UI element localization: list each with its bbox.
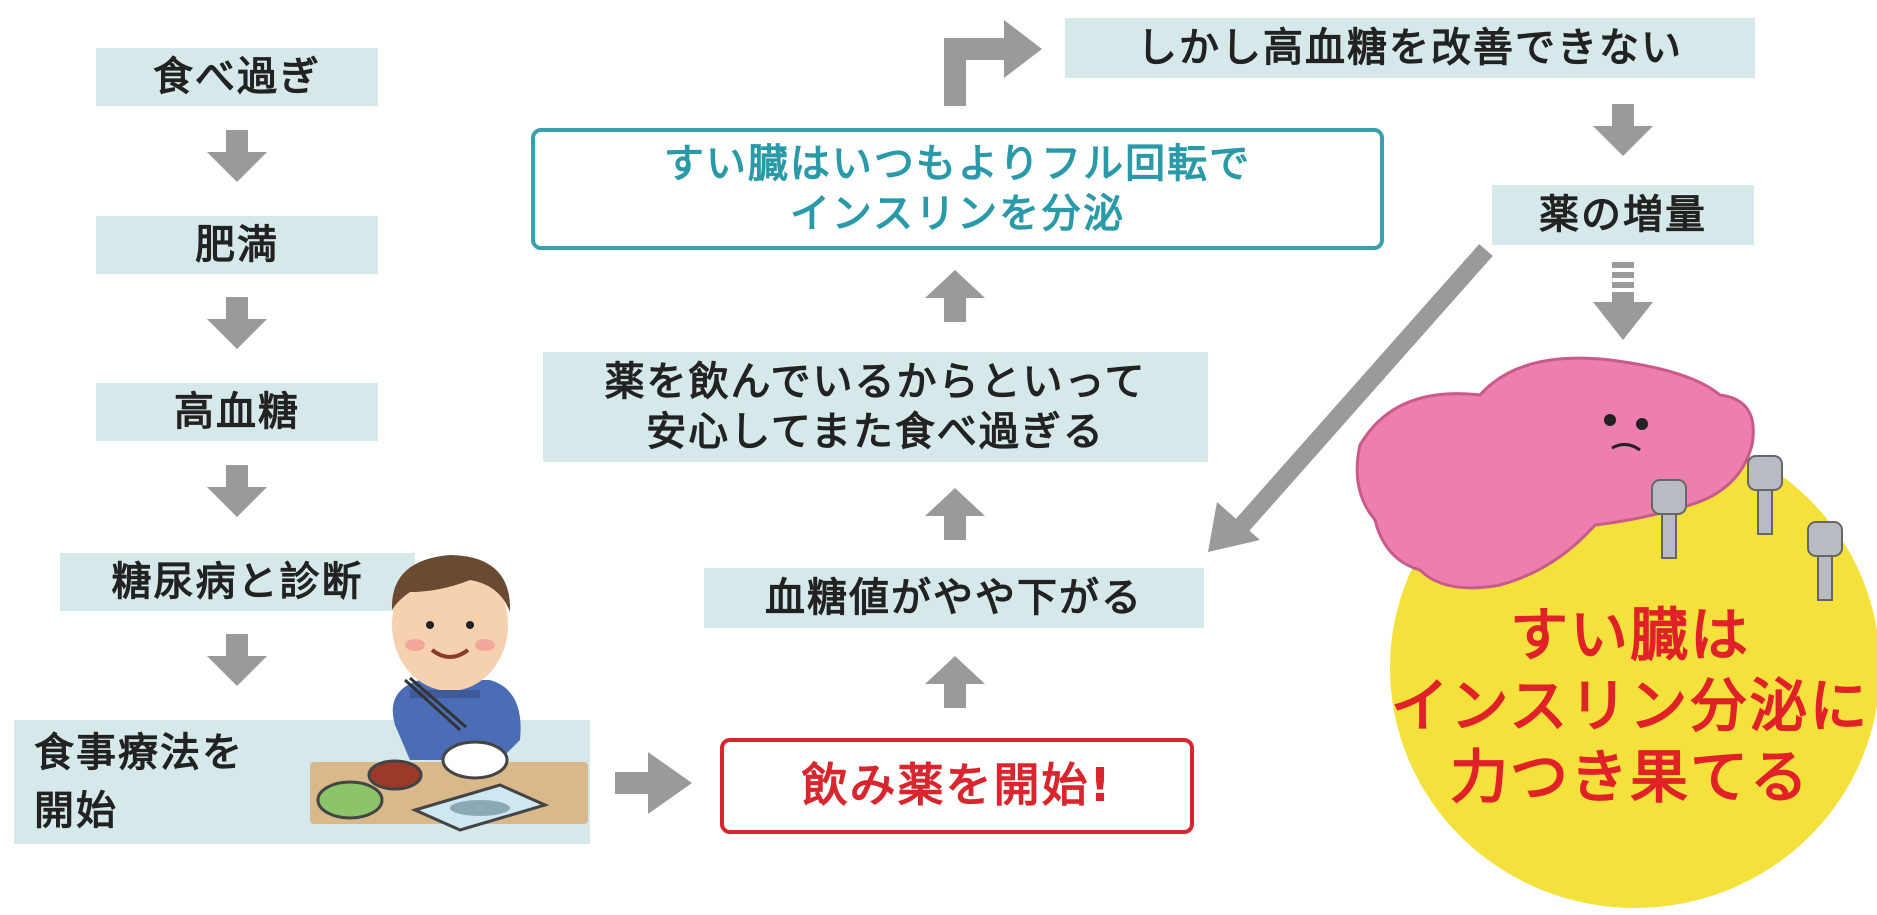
start-medication-label: 飲み薬を開始! xyxy=(801,758,1113,813)
flow-step-hyperglycemia: 高血糖 xyxy=(96,383,378,441)
flow-step-diagnosis: 糖尿病と診断 xyxy=(60,553,415,611)
exhausted-pancreas-illustration xyxy=(1355,356,1877,908)
overeat-again-line2: 安心してまた食べ過ぎる xyxy=(646,409,1105,455)
flow-step-obesity-label: 肥満 xyxy=(195,222,279,268)
arrow-down-icon xyxy=(207,634,267,686)
pancreas-full-speed-line2: インスリンを分泌 xyxy=(789,191,1126,237)
arrow-up-icon xyxy=(925,488,985,540)
pancreas-full-speed-line1: すい臓はいつもよりフル回転で xyxy=(663,141,1252,187)
key-character-icon xyxy=(1807,521,1843,601)
cannot-improve-label: しかし高血糖を改善できない xyxy=(1137,25,1683,71)
glucose-drop-label: 血糖値がやや下がる xyxy=(765,575,1143,621)
arrow-bend-right-icon xyxy=(944,20,1042,106)
flow-step-start-medication: 飲み薬を開始! xyxy=(720,738,1194,834)
flow-step-diagnosis-label: 糖尿病と診断 xyxy=(111,559,364,605)
arrow-down-icon xyxy=(207,297,267,349)
flow-step-overeating-label: 食べ過ぎ xyxy=(153,54,321,100)
flow-step-obesity: 肥満 xyxy=(96,216,378,274)
flow-step-increase-dose: 薬の増量 xyxy=(1492,185,1754,245)
flow-step-hyperglycemia-label: 高血糖 xyxy=(174,389,300,435)
diet-therapy-line1: 食事療法を xyxy=(34,730,244,776)
flow-step-pancreas-full-speed: すい臓はいつもよりフル回転で インスリンを分泌 xyxy=(531,128,1384,250)
eating-man-illustration xyxy=(310,555,588,832)
arrow-down-dashed-icon xyxy=(1593,262,1653,340)
arrow-up-icon xyxy=(925,270,985,322)
arrow-up-icon xyxy=(925,656,985,708)
pancreas-exhausted-message: すい臓は インスリン分泌に 力つき果てる xyxy=(1390,600,1870,812)
overeat-again-line1: 薬を飲んでいるからといって xyxy=(604,359,1147,405)
arrow-loop-back-icon xyxy=(1208,244,1493,552)
arrow-down-icon xyxy=(1593,104,1653,156)
flow-step-overeating: 食べ過ぎ xyxy=(96,48,378,106)
key-character-icon xyxy=(1651,479,1687,559)
key-character-icon xyxy=(1747,455,1783,535)
increase-dose-label: 薬の増量 xyxy=(1539,192,1707,238)
pancreas-exhausted-line3: 力つき果てる xyxy=(1449,742,1810,811)
arrow-down-icon xyxy=(207,465,267,517)
pancreas-exhausted-line2: インスリン分泌に xyxy=(1390,671,1870,740)
diet-therapy-line2: 開始 xyxy=(34,788,118,834)
arrow-right-icon xyxy=(615,752,692,814)
flow-step-cannot-improve: しかし高血糖を改善できない xyxy=(1065,18,1755,78)
pancreas-exhausted-line1: すい臓は xyxy=(1509,601,1750,669)
flow-step-overeat-again: 薬を飲んでいるからといって 安心してまた食べ過ぎる xyxy=(543,352,1208,462)
flow-step-glucose-drop: 血糖値がやや下がる xyxy=(704,568,1204,628)
arrow-down-icon xyxy=(207,130,267,182)
